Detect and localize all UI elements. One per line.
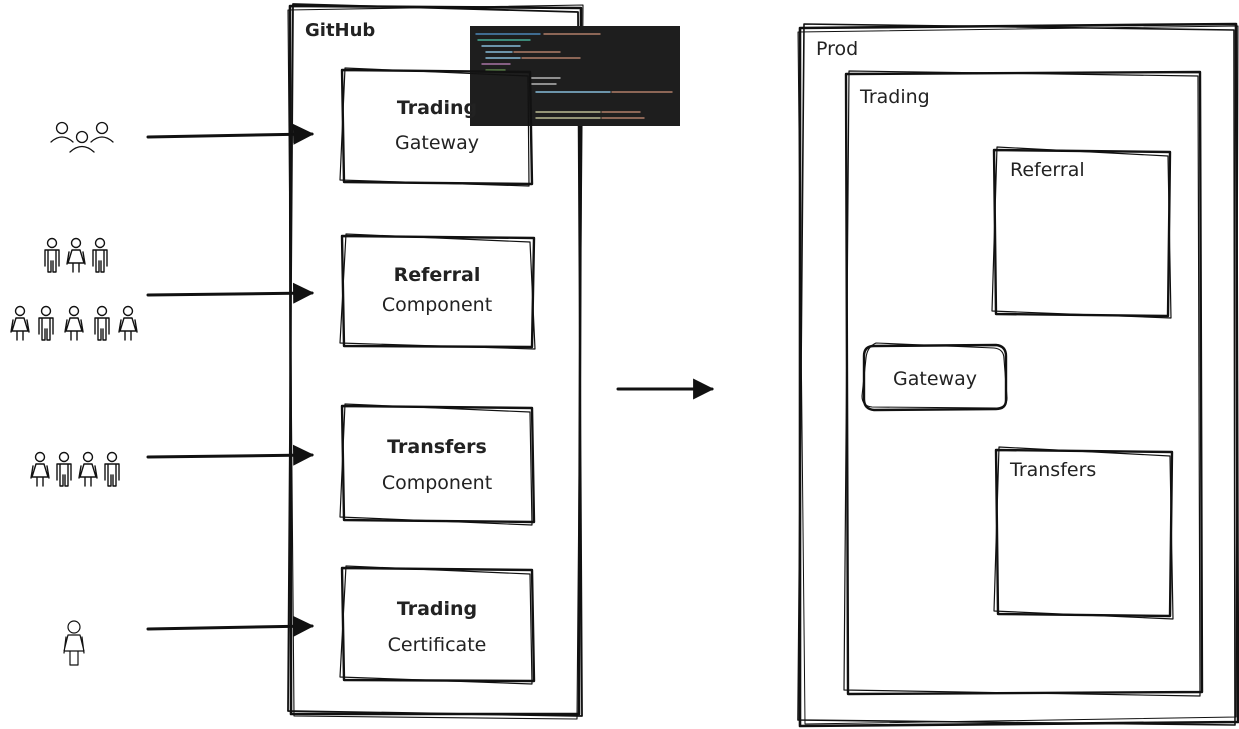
arrow-to-box-3	[146, 444, 315, 466]
github-box-4-subtitle: Certificate	[388, 634, 487, 656]
github-box-2-title: Referral	[394, 264, 481, 286]
github-box-2-subtitle: Component	[382, 294, 492, 316]
arrow-to-box-1	[146, 123, 315, 145]
prod-title: Prod	[816, 38, 858, 60]
github-container	[287, 3, 584, 720]
github-box-1[interactable]	[339, 67, 534, 187]
arrow-to-box-4	[146, 615, 315, 637]
github-box-4[interactable]	[339, 565, 536, 685]
small-team-icon	[30, 451, 120, 487]
prod-gateway-label: Gateway	[893, 368, 977, 390]
prod-container	[797, 22, 1239, 728]
prod-referral-label: Referral	[1010, 159, 1085, 181]
github-box-3-title: Transfers	[387, 436, 487, 458]
prod-referral-box[interactable]	[991, 146, 1172, 319]
prod-transfers-box[interactable]	[993, 446, 1174, 620]
github-box-1-subtitle: Gateway	[395, 132, 479, 154]
arrow-to-box-2	[146, 282, 315, 304]
github-box-2[interactable]	[339, 233, 536, 350]
prod-trading-container	[843, 70, 1204, 697]
single-person-icon	[63, 620, 85, 666]
prod-gateway-box[interactable]	[861, 342, 1008, 412]
github-box-4-title: Trading	[397, 598, 477, 620]
github-box-1-title: Trading	[397, 97, 477, 119]
github-box-3-subtitle: Component	[382, 472, 492, 494]
prod-transfers-label: Transfers	[1009, 459, 1096, 481]
user-group-icon	[50, 121, 114, 153]
code-snippet-image	[470, 26, 680, 126]
github-box-3[interactable]	[339, 403, 536, 526]
large-team-icon	[10, 237, 138, 341]
prod-trading-title: Trading	[859, 86, 930, 108]
github-title: GitHub	[305, 20, 375, 41]
